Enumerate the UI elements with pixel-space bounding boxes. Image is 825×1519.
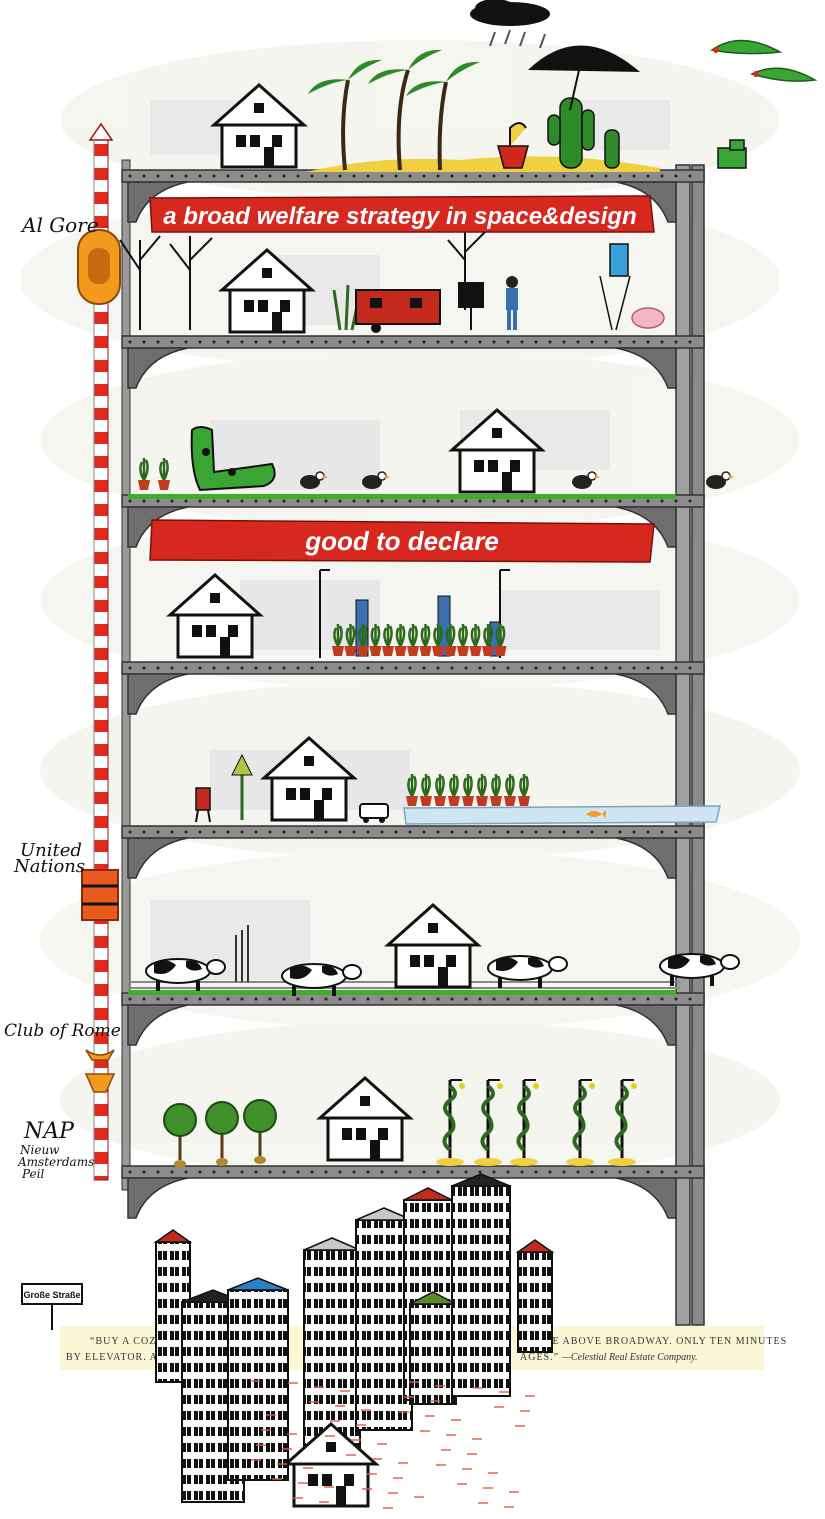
- life-raft-icon: [77, 229, 121, 305]
- green-cart-icon: [717, 139, 747, 169]
- floor-3: [128, 408, 735, 499]
- umbrella-icon: [528, 45, 640, 111]
- label-nap-amsterdams: Amsterdams: [17, 1155, 94, 1169]
- sunflower-icon: [231, 753, 253, 820]
- life-jacket-icon: [81, 869, 119, 921]
- caption-line2-b: AGES.”: [520, 1352, 559, 1363]
- floor-slab: [121, 1165, 705, 1219]
- label-nap: NAP: [23, 1119, 75, 1144]
- skyscraper-icon: [515, 1239, 555, 1353]
- car-icon: [359, 803, 389, 823]
- parrot-icon: [710, 39, 818, 82]
- signboard-icon: [458, 282, 484, 330]
- caption-line1-b: A MILE ABOVE BROADWAY. ONLY TEN MINUTES: [520, 1336, 787, 1347]
- skyscraper-icon: [409, 1291, 457, 1405]
- floor-4: [168, 569, 510, 659]
- label-nap-peil: Peil: [21, 1167, 44, 1181]
- floor-slab: [121, 169, 705, 223]
- banner-middle: good to declare: [149, 519, 655, 563]
- floor-slab: [121, 335, 705, 389]
- roof-garden-floor: [212, 45, 747, 172]
- label-al-gore: Al Gore: [20, 213, 99, 237]
- steel-frame: [121, 159, 705, 1326]
- caption-line1-a: “BUY A COZY CO: [90, 1336, 184, 1347]
- red-scatter: [250, 1380, 535, 1509]
- street-sign: Große Straße: [21, 1283, 83, 1330]
- floor-slab: [121, 825, 705, 879]
- banner-middle-text: good to declare: [304, 526, 499, 556]
- bare-tree-icon: [119, 231, 486, 330]
- rain-cloud-icon: [470, 0, 550, 49]
- label-club-of-rome: Club of Rome: [4, 1021, 121, 1041]
- banner-top-text: a broad welfare strategy in space&design: [163, 203, 637, 230]
- swimwear-icon: [84, 1049, 116, 1093]
- skyscraper-icon: [303, 1237, 361, 1451]
- water-tower-icon: [599, 243, 631, 331]
- water-channel: [403, 805, 721, 825]
- person-icon: [506, 276, 518, 330]
- gate-icon: [235, 925, 249, 982]
- skyscraper-icon: [227, 1277, 289, 1481]
- caption-line2-c: —Celestial Real Estate Company.: [561, 1352, 698, 1363]
- label-united: United: [20, 840, 82, 861]
- floor-6: [128, 903, 740, 997]
- cactus-icon: [547, 97, 620, 169]
- pig-icon: [631, 307, 665, 329]
- banner-top: a broad welfare strategy in space&design: [149, 195, 655, 233]
- palm-tree-icon: [341, 69, 448, 171]
- potted-figure-icon: [497, 122, 529, 169]
- floor-2: [119, 231, 665, 334]
- skyscraper-icon: [355, 1207, 413, 1431]
- skyscraper-cluster: [153, 1173, 555, 1508]
- floor-slab: [121, 661, 705, 715]
- fish-icon: [586, 810, 606, 818]
- robot-figure-icon: [195, 787, 211, 823]
- label-nations: Nations: [13, 856, 85, 877]
- floor-5: [195, 736, 721, 825]
- skyscraper-icon: [451, 1173, 511, 1397]
- floor-slab: [121, 992, 705, 1046]
- label-nap-nieuw: Nieuw: [19, 1143, 60, 1157]
- green-vehicle-icon: [190, 426, 276, 492]
- caravan-icon: [355, 289, 441, 333]
- caption-line2-a: BY ELEVATOR. ALL T: [66, 1352, 182, 1363]
- street-sign-text: Große Straße: [23, 1290, 80, 1300]
